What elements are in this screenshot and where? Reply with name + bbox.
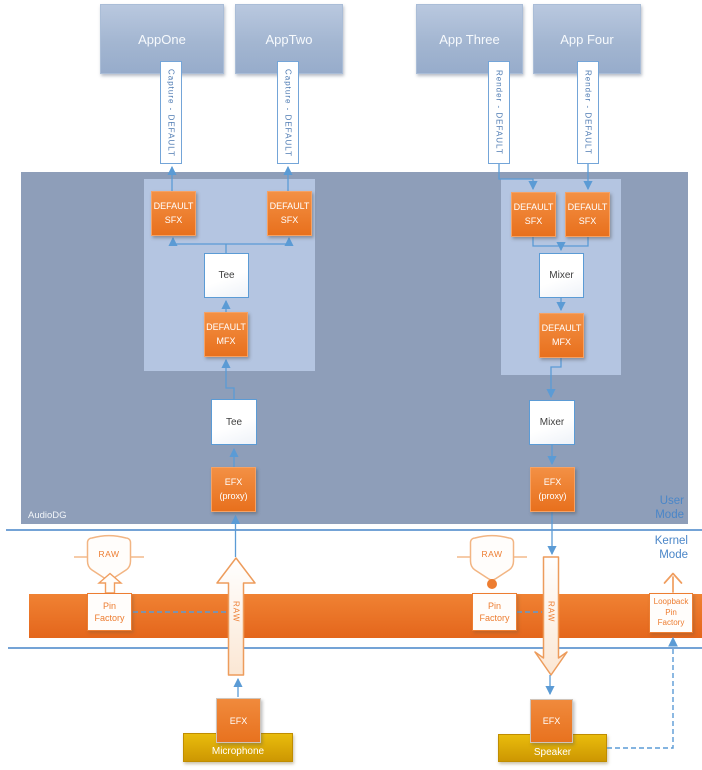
render-default-mfx: DEFAULT MFX bbox=[539, 313, 584, 358]
render-mixer-lower: Mixer bbox=[529, 400, 575, 445]
capture-default-sfx-2: DEFAULT SFX bbox=[267, 191, 312, 236]
raw-stream-render-label: RAW bbox=[546, 601, 556, 623]
render-mixer-upper: Mixer bbox=[539, 253, 584, 298]
raw-setting-render-label: RAW bbox=[481, 549, 503, 559]
microphone-efx-box: EFX bbox=[216, 698, 261, 743]
audiodg-label: AudioDG bbox=[28, 510, 67, 521]
capture-default-mfx: DEFAULT MFX bbox=[204, 312, 248, 357]
capture-stream-pipe-appone: Capture - DEFAULT bbox=[160, 61, 182, 164]
capture-tee-upper: Tee bbox=[204, 253, 249, 298]
speaker-box: Speaker bbox=[498, 734, 607, 762]
render-stream-label: Render - DEFAULT bbox=[494, 70, 504, 155]
capture-stream-label: Capture - DEFAULT bbox=[283, 68, 293, 157]
pin-factory-capture: Pin Factory bbox=[87, 593, 132, 631]
kernel-mode-label: Kernel Mode bbox=[654, 535, 688, 561]
app-one-label: AppOne bbox=[138, 31, 186, 47]
pin-factory-render: Pin Factory bbox=[472, 593, 517, 631]
capture-stream-pipe-apptwo: Capture - DEFAULT bbox=[277, 61, 299, 164]
capture-stream-label: Capture - DEFAULT bbox=[166, 68, 176, 157]
pin-factory-to-raw-arrow bbox=[97, 572, 123, 594]
raw-stream-capture-label: RAW bbox=[231, 601, 241, 623]
capture-tee-lower: Tee bbox=[211, 399, 257, 445]
loopback-up-arrow bbox=[663, 572, 683, 593]
render-stream-pipe-appthree: Render - DEFAULT bbox=[488, 61, 510, 164]
microphone-box: Microphone bbox=[183, 733, 293, 762]
raw-setting-badges bbox=[74, 534, 683, 594]
raw-pin-dot bbox=[487, 579, 497, 589]
app-two-label: AppTwo bbox=[265, 31, 313, 47]
render-stream-label: Render - DEFAULT bbox=[583, 70, 593, 155]
capture-default-sfx-1: DEFAULT SFX bbox=[151, 191, 196, 236]
kernel-streaming-bus bbox=[29, 594, 702, 638]
app-three-label: App Three bbox=[439, 31, 500, 47]
raw-setting-capture-label: RAW bbox=[98, 549, 120, 559]
render-default-sfx-1: DEFAULT SFX bbox=[511, 192, 556, 237]
render-efx-proxy: EFX (proxy) bbox=[530, 467, 575, 512]
user-mode-label: User Mode bbox=[655, 495, 684, 522]
capture-efx-proxy: EFX (proxy) bbox=[211, 467, 256, 512]
render-stream-pipe-appfour: Render - DEFAULT bbox=[577, 61, 599, 164]
speaker-loopback-dashed-link bbox=[607, 636, 678, 749]
app-four-label: App Four bbox=[560, 31, 614, 47]
loopback-pin-factory: Loopback Pin Factory bbox=[649, 593, 693, 633]
render-default-sfx-2: DEFAULT SFX bbox=[565, 192, 610, 237]
speaker-efx-box: EFX bbox=[530, 699, 573, 743]
